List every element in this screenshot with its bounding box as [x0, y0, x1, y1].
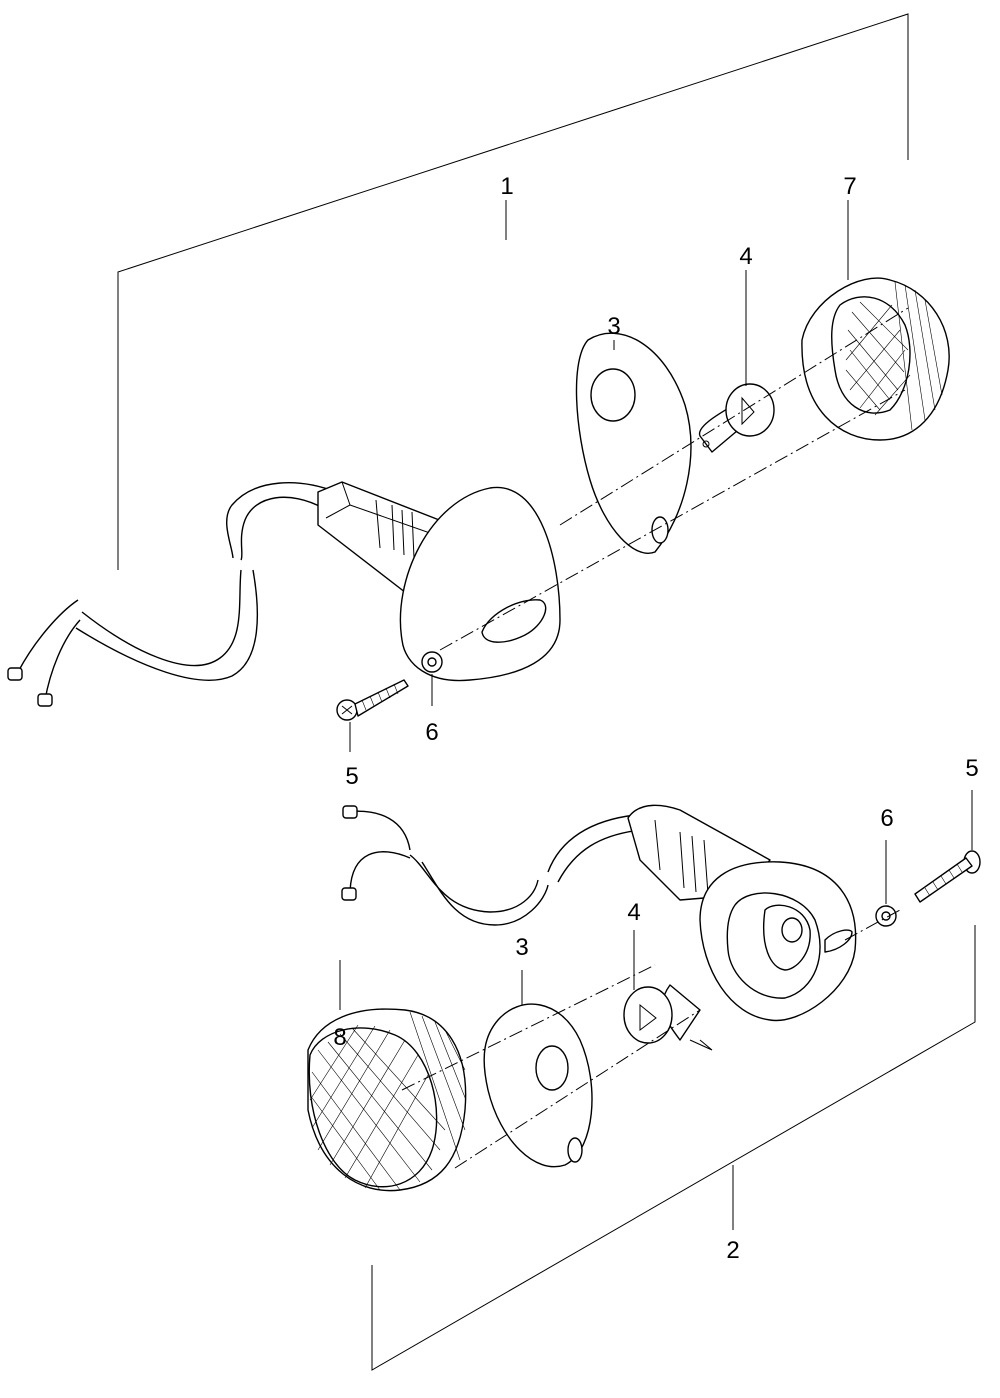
callout-2: 2: [726, 1237, 739, 1264]
lower-leaders: [339, 790, 973, 1010]
callout-5-lower: 5: [965, 755, 978, 782]
callout-8: 8: [333, 1024, 346, 1051]
callout-7: 7: [843, 173, 856, 200]
upper-leaders: [349, 200, 849, 752]
callout-1: 1: [500, 173, 513, 200]
upper-axis: [439, 307, 909, 651]
upper-bulb: [699, 383, 775, 453]
upper-housing: [399, 486, 561, 682]
upper-wire: [7, 482, 337, 707]
upper-gasket: [575, 332, 692, 554]
lower-wire: [341, 805, 641, 926]
lower-housing: [699, 861, 857, 1022]
callout-5-upper: 5: [345, 763, 358, 790]
lower-bulb: [623, 984, 701, 1044]
callout-3-lower: 3: [515, 934, 528, 961]
lower-washer: [875, 905, 897, 927]
callout-3-upper: 3: [607, 313, 620, 340]
lower-axis: [401, 909, 901, 1169]
callout-4-lower: 4: [627, 899, 640, 926]
lower-lens: [307, 1008, 467, 1192]
upper-washer: [421, 651, 443, 673]
upper-lens: [801, 277, 950, 441]
lower-screw: [914, 850, 981, 903]
assembly-1-bracket: [117, 13, 909, 570]
callout-6-lower: 6: [880, 805, 893, 832]
upper-screw: [336, 679, 409, 721]
lower-gasket: [483, 1003, 593, 1168]
callout-6-upper: 6: [425, 719, 438, 746]
callout-4-upper: 4: [739, 243, 752, 270]
assembly-2-bracket: [371, 925, 976, 1371]
